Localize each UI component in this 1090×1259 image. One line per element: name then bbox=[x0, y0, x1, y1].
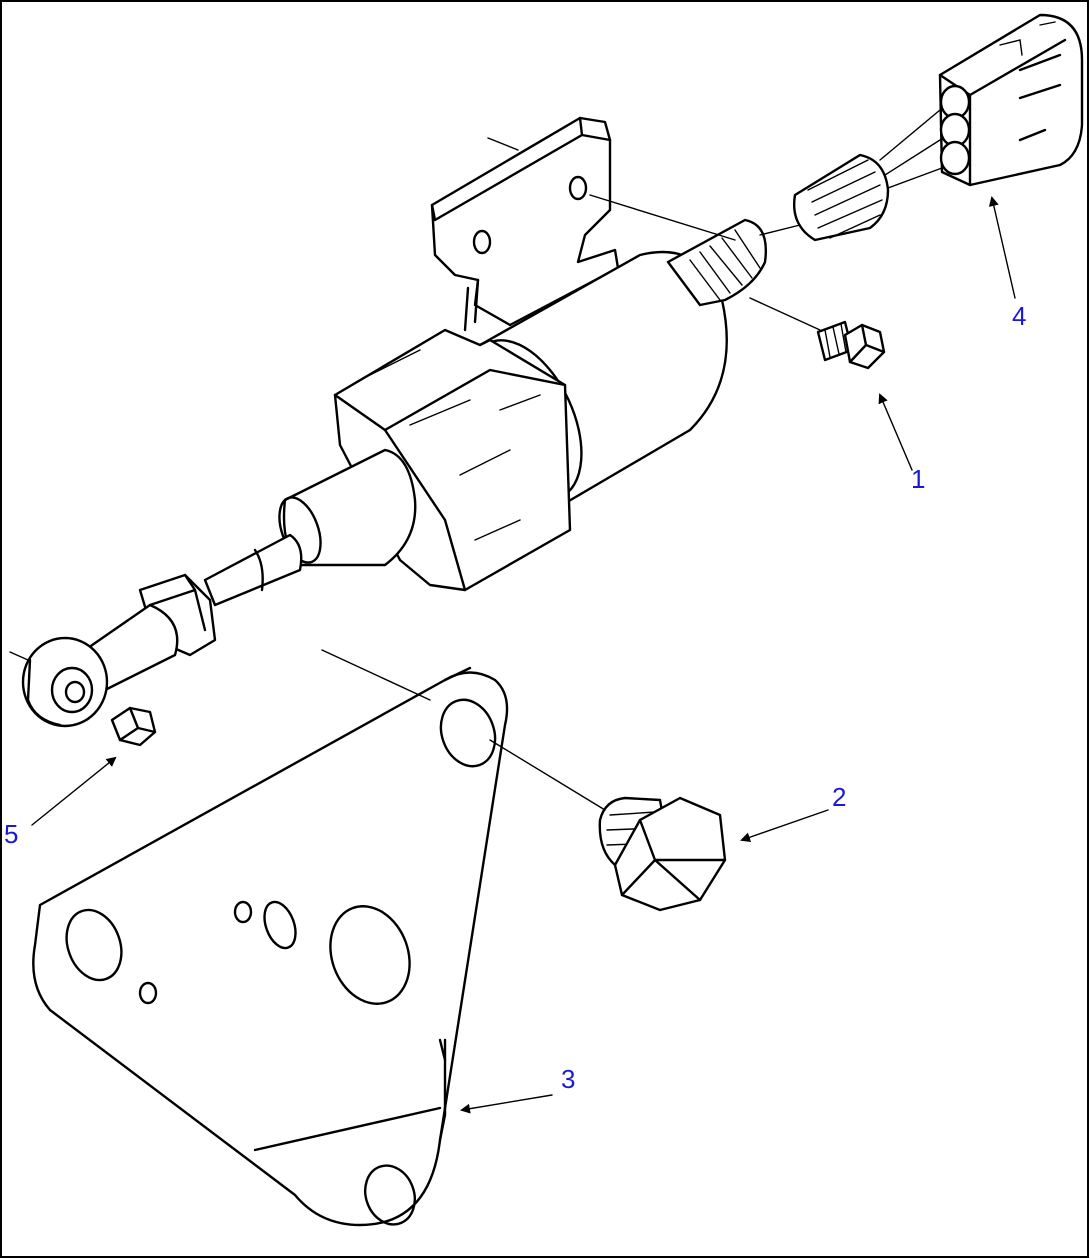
callout-label-2: 2 bbox=[832, 782, 846, 812]
coil-spring bbox=[793, 153, 890, 242]
solenoid-assembly bbox=[21, 116, 767, 728]
callout-label-1: 1 bbox=[911, 464, 925, 494]
leader-lines bbox=[9, 109, 943, 811]
callout-arrow-1 bbox=[878, 393, 913, 471]
callout-arrow-5 bbox=[31, 756, 117, 826]
callout-label-3: 3 bbox=[561, 1064, 575, 1094]
callout-labels: 1 2 3 4 5 bbox=[4, 301, 1026, 1094]
callout-arrow-4 bbox=[988, 196, 1016, 299]
hex-bolt bbox=[598, 796, 727, 912]
callout-label-5: 5 bbox=[4, 819, 18, 849]
callout-arrows bbox=[31, 196, 1016, 1114]
small-screw bbox=[816, 320, 886, 370]
callout-label-4: 4 bbox=[1012, 301, 1026, 331]
connector-plug bbox=[938, 13, 1084, 187]
callout-arrow-3 bbox=[460, 1094, 553, 1114]
mounting-bracket bbox=[32, 666, 509, 1227]
small-nut bbox=[110, 706, 157, 747]
callout-arrow-2 bbox=[740, 809, 829, 843]
